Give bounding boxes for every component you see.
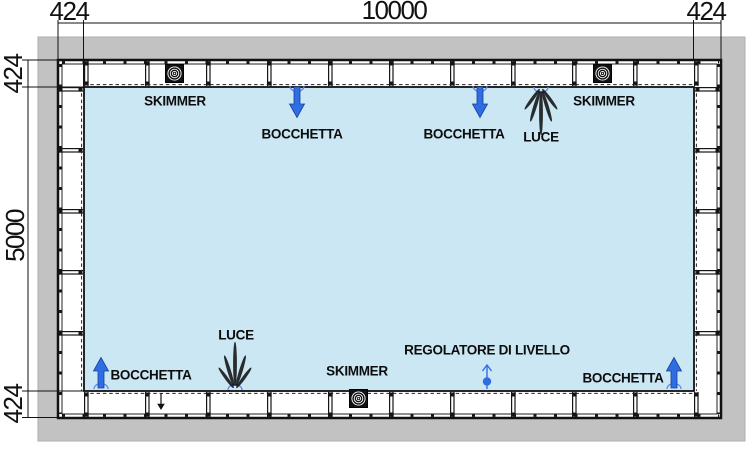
skimmer-top-left-label: SKIMMER	[144, 93, 206, 109]
level-regulator-label: REGOLATORE DI LIVELLO	[404, 342, 570, 358]
wall-panels-bottom	[58, 392, 721, 417]
drain-flow-arrow-icon	[156, 393, 166, 411]
dim-pool-length: 10000	[361, 0, 428, 25]
dim-side-wall-bottom: 424	[0, 384, 28, 424]
bocchetta-bottom-right-label: BOCCHETTA	[582, 370, 664, 386]
skimmer-icon	[165, 64, 184, 83]
skimmer-bottom-label: SKIMMER	[326, 363, 388, 379]
bocchetta-inlet-arrow-icon	[471, 85, 489, 119]
bocchetta-top-left-label: BOCCHETTA	[261, 126, 343, 142]
dimension-lines	[22, 20, 722, 418]
bocchetta-bottom-left-label: BOCCHETTA	[110, 367, 192, 383]
dim-top-wall-right: 424	[686, 0, 727, 26]
wall-liner-dashed-lines	[81, 84, 697, 394]
bocchetta-inlet-arrow-icon	[92, 356, 110, 390]
pool-water	[83, 86, 695, 392]
bocchetta-top-right-label: BOCCHETTA	[423, 126, 505, 142]
pool-light-icon	[210, 337, 260, 392]
dim-pool-width: 5000	[0, 210, 30, 262]
wall-panels-right	[695, 87, 720, 391]
skimmer-top-right-label: SKIMMER	[573, 93, 635, 109]
pool-light-icon	[516, 85, 566, 140]
skimmer-icon	[593, 64, 612, 83]
luce-top-label: LUCE	[523, 129, 559, 145]
skimmer-icon	[349, 389, 368, 408]
bocchetta-inlet-arrow-icon	[288, 85, 306, 119]
bocchetta-inlet-arrow-icon	[665, 356, 683, 390]
dim-side-wall-top: 424	[0, 54, 28, 94]
level-regulator-icon	[479, 363, 495, 390]
wall-panels-top	[58, 61, 721, 86]
wall-panels-left	[58, 87, 83, 391]
dim-top-wall-left: 424	[49, 0, 90, 26]
luce-bottom-label: LUCE	[218, 327, 254, 343]
